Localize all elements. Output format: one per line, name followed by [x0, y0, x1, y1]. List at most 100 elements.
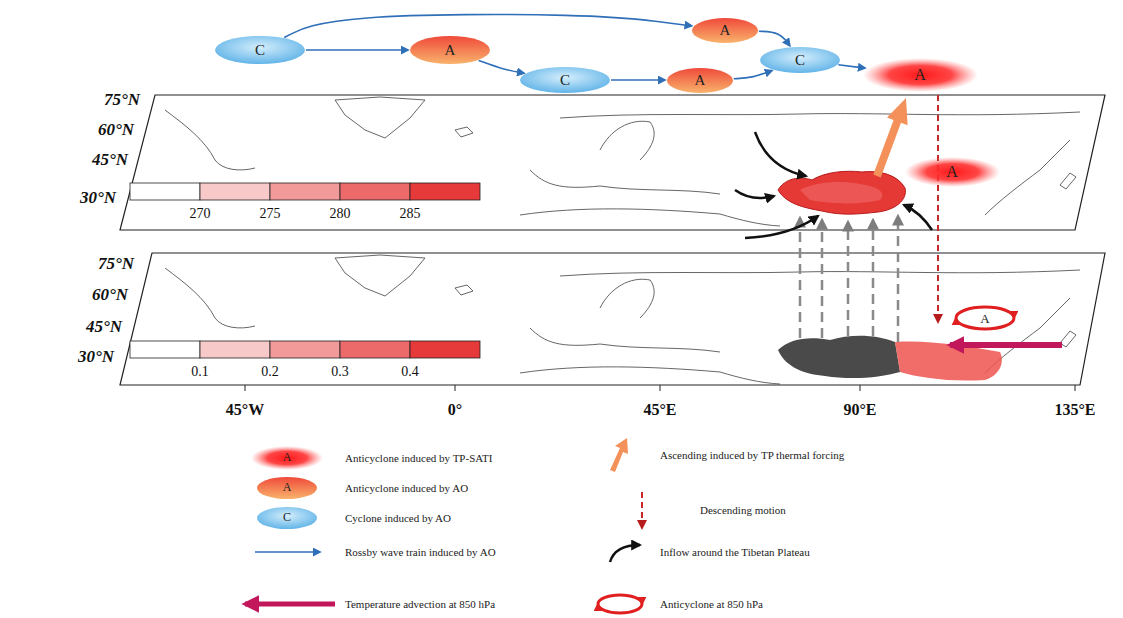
colorbar-cell — [130, 183, 200, 200]
tick — [245, 385, 246, 391]
legend-text: Anticyclone induced by TP-SATI — [345, 452, 492, 464]
legend-sample — [257, 507, 317, 529]
colorbar-cell — [200, 183, 270, 200]
cyclone-oval: C — [520, 67, 610, 93]
dashed-arrow — [799, 218, 802, 338]
tick — [455, 385, 456, 391]
oval — [692, 18, 758, 43]
legend-sample — [641, 492, 643, 528]
dashed-arrow — [872, 220, 875, 336]
ascending-arrow — [873, 98, 907, 177]
legend-sample — [598, 595, 642, 604]
colorbar-cell — [340, 183, 410, 200]
longitude-label: 45°E — [643, 401, 676, 419]
colorbar-tick: 285 — [400, 206, 421, 221]
inflow-arrow — [755, 132, 806, 176]
oval — [520, 67, 610, 93]
colorbar-tick: 0.4 — [401, 364, 419, 379]
oval — [863, 58, 978, 92]
dashed-arrow — [847, 222, 850, 336]
longitude-ticks — [245, 385, 1075, 391]
snow-region — [778, 336, 900, 378]
node-letter: A — [445, 43, 456, 58]
colorbar-tick: 0.2 — [261, 364, 279, 379]
colorbar-tick: 280 — [330, 206, 351, 221]
legend-sample — [251, 446, 323, 470]
legend-symbol-letter: A — [283, 481, 292, 494]
cyclone-oval: C — [760, 47, 840, 73]
inflow-arrow — [904, 205, 932, 230]
longitude-label: 90°E — [843, 401, 876, 419]
oval — [410, 36, 490, 64]
legend-text: Anticyclone at 850 hPa — [660, 598, 763, 610]
colorbar-tick: 0.3 — [331, 364, 349, 379]
colorbar-tick: 0.1 — [191, 364, 209, 379]
coastlines-upper — [165, 97, 1080, 226]
tibetan-plateau — [778, 171, 905, 214]
anticyclone-oval: A — [692, 18, 758, 43]
latitude-label: 75°N — [104, 91, 140, 110]
tp-anticyclone: A — [863, 58, 978, 92]
tick — [860, 385, 861, 391]
colorbar-tick: 270 — [190, 206, 211, 221]
longitude-label: 45°W — [226, 401, 264, 419]
tibetan-plateau-shade — [800, 182, 882, 203]
rossby-wave-arrow — [611, 79, 665, 81]
forcing-arrows — [800, 216, 898, 342]
latitude-label: 45°N — [86, 318, 122, 337]
latitude-label: 75°N — [98, 255, 134, 274]
inflow-arrow — [735, 190, 774, 198]
tick — [1075, 385, 1076, 391]
latitude-label: 45°N — [92, 151, 128, 170]
legend-sample — [610, 545, 640, 562]
inflow-arrow — [745, 216, 818, 238]
oval — [667, 68, 733, 93]
rossby-wave-arrow — [479, 60, 524, 73]
coastlines-lower — [165, 255, 1080, 384]
longitude-label: 135°E — [1054, 401, 1095, 419]
oval — [905, 157, 1000, 187]
legend-symbol-letter: C — [283, 511, 291, 524]
longitude-label: 0° — [448, 401, 462, 419]
node-letter: A — [946, 164, 958, 180]
map-frame — [120, 253, 1105, 385]
legend-sample — [257, 477, 317, 499]
legend-text: Temperature advection at 850 hPa — [345, 598, 495, 610]
node-letter: A — [720, 23, 731, 38]
colorbar-cell — [270, 183, 340, 200]
colorbar-cell — [200, 341, 270, 358]
colorbar-cell — [340, 341, 410, 358]
legend-symbol-letter: A — [283, 451, 292, 464]
node-letter: C — [795, 53, 805, 68]
descending-arrow — [937, 95, 939, 322]
rossby-wave-arrow — [838, 65, 865, 68]
dashed-arrow — [821, 220, 824, 338]
rossby-wave-arrow — [759, 31, 790, 45]
legend-text: Cyclone induced by AO — [345, 512, 451, 524]
rossby-wave-arrow — [306, 49, 408, 51]
rossby-wave-arrow — [284, 15, 691, 38]
anticyclone-850: A — [953, 304, 1017, 332]
legend-sample — [598, 604, 642, 613]
legend-text: Ascending induced by TP thermal forcing — [660, 449, 844, 461]
colorbar-cell — [270, 341, 340, 358]
dashed-arrow — [897, 216, 900, 342]
latitude-label: 30°N — [78, 348, 114, 367]
anticyclone-oval: A — [410, 36, 490, 64]
advection-arrow — [950, 342, 1062, 348]
latitude-label: 60°N — [98, 121, 134, 140]
anticyclone-oval: A — [667, 68, 733, 93]
legend-sample — [255, 551, 320, 553]
latitude-label: 30°N — [80, 189, 116, 208]
map-frame — [120, 95, 1105, 230]
oval — [760, 47, 840, 73]
colorbar — [130, 183, 480, 200]
inflow-arrows — [735, 132, 932, 238]
colorbar-cell — [130, 341, 200, 358]
colorbar-cell — [410, 341, 480, 358]
node-letter: C — [560, 73, 570, 88]
colorbar-cell — [410, 183, 480, 200]
legend-sample — [610, 438, 628, 472]
colorbar-tick: 275 — [260, 206, 281, 221]
